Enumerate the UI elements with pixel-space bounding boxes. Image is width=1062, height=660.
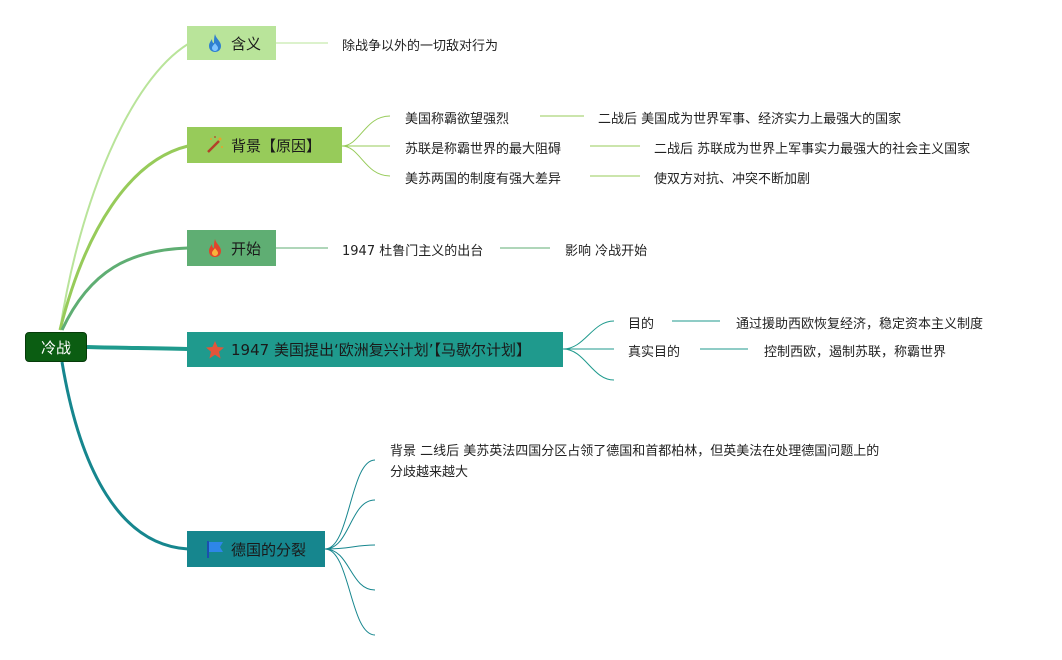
flag-icon (205, 539, 225, 559)
background-item-1: 美国称霸欲望强烈 (405, 112, 510, 127)
meaning-text: 除战争以外的一切敌对行为 (342, 39, 499, 54)
start-text: 1947 杜鲁门主义的出台 (342, 244, 484, 259)
root-label: 冷战 (40, 338, 71, 357)
branch-meaning[interactable]: 含义 (187, 26, 276, 60)
branch-start[interactable]: 开始 (187, 230, 276, 266)
marshall-detail-2: 控制西欧，遏制苏联，称霸世界 (764, 345, 947, 360)
background-item-3: 美苏两国的制度有强大差异 (405, 172, 562, 187)
fire-icon (205, 238, 225, 258)
marshall-item-1: 目的 (628, 317, 655, 332)
magic-wand-icon (205, 135, 225, 155)
branch-marshall-plan[interactable]: 1947 美国提出‘欧洲复兴计划’【马歇尔计划】 (187, 332, 563, 367)
branch-background[interactable]: 背景【原因】 (187, 127, 342, 163)
star-icon (205, 340, 225, 360)
background-detail-1: 二战后 美国成为世界军事、经济实力上最强大的国家 (598, 112, 902, 127)
germany-background-text: 背景 二线后 美苏英法四国分区占领了德国和首都柏林，但英美法在处理德国问题上的分… (390, 444, 880, 480)
start-detail: 影响 冷战开始 (565, 244, 648, 259)
branch-background-label: 背景【原因】 (231, 136, 322, 155)
branch-start-label: 开始 (231, 239, 262, 258)
fire-icon (205, 33, 225, 53)
branch-marshall-label: 1947 美国提出‘欧洲复兴计划’【马歇尔计划】 (231, 341, 531, 359)
background-item-2: 苏联是称霸世界的最大阻碍 (405, 142, 562, 157)
marshall-detail-1: 通过援助西欧恢复经济，稳定资本主义制度 (736, 317, 984, 332)
marshall-item-2: 真实目的 (628, 345, 681, 360)
branch-germany-label: 德国的分裂 (231, 540, 307, 559)
branch-meaning-label: 含义 (231, 34, 262, 53)
background-detail-3: 使双方对抗、冲突不断加剧 (654, 172, 811, 187)
root-node[interactable]: 冷战 (25, 332, 87, 362)
background-detail-2: 二战后 苏联成为世界上军事实力最强大的社会主义国家 (654, 142, 971, 157)
branch-germany-division[interactable]: 德国的分裂 (187, 531, 325, 567)
